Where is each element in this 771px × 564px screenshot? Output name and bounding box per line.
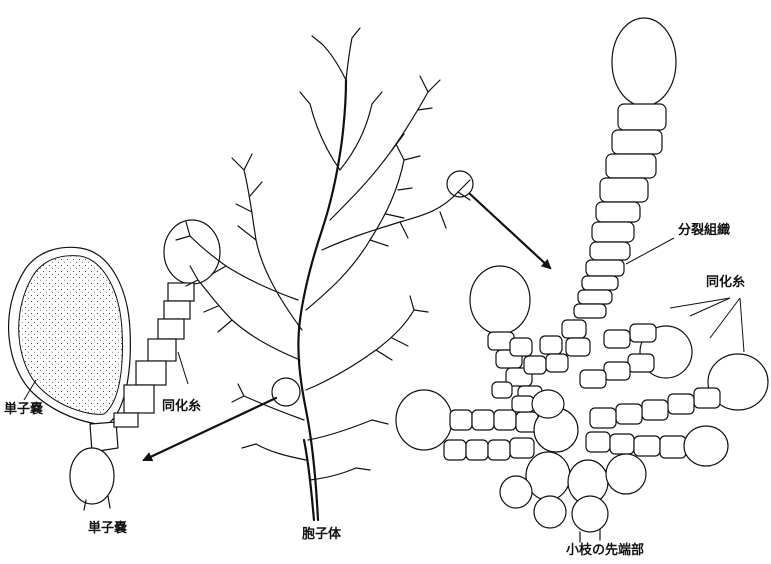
label-tip-caption: 小枝の先端部 bbox=[566, 544, 644, 557]
label-meristem: 分裂組織 bbox=[678, 224, 730, 237]
label-sporangium-side: 単子嚢 bbox=[4, 403, 43, 416]
sporangium-detail bbox=[9, 220, 220, 510]
label-sporophyte-caption: 胞子体 bbox=[302, 528, 341, 541]
label-assimilator-left: 同化糸 bbox=[162, 400, 201, 413]
arrow-to-tip bbox=[470, 194, 550, 268]
label-assimilator-right: 同化糸 bbox=[706, 276, 745, 289]
sporangium-contents bbox=[19, 256, 123, 415]
label-sporangium-caption: 単子嚢 bbox=[88, 522, 127, 535]
